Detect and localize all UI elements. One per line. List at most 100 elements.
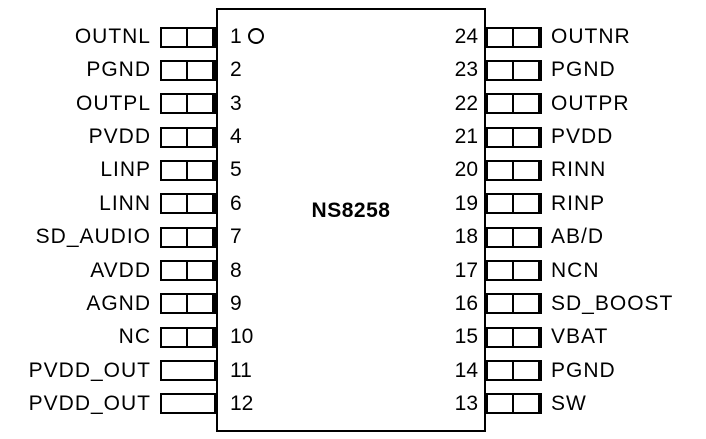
pin-number: 7	[230, 225, 242, 249]
pin-row: PVDD	[486, 126, 706, 148]
pin-row: OUTNL	[0, 26, 216, 48]
pin-number: 13	[454, 391, 478, 415]
pin-number: 12	[230, 391, 254, 415]
pin-label: PVDD	[88, 125, 151, 149]
pin-number: 21	[454, 125, 478, 149]
pin-number: 3	[230, 91, 242, 115]
pin-number: 2	[230, 58, 242, 82]
right-pin-column: OUTNR PGND OUTPR PVDD RINN RINP AB/D NCN…	[486, 26, 706, 415]
pin-row: AGND	[0, 291, 216, 315]
pin-label: PVDD_OUT	[28, 358, 151, 382]
pin-label: AGND	[86, 291, 151, 315]
pin-box	[160, 293, 216, 315]
pin-row: PVDD_OUT	[0, 391, 216, 415]
pin-label: LINP	[100, 158, 151, 182]
pin-box	[486, 360, 542, 382]
right-pin-number-column: 24 23 22 21 20 19 18 17 16 15 14 13	[398, 26, 478, 415]
pin-row: AB/D	[486, 226, 706, 248]
pin1-indicator-icon	[248, 28, 264, 44]
pin-label: SD_AUDIO	[35, 225, 151, 249]
pin-box	[160, 26, 216, 48]
pin-box	[160, 360, 216, 382]
pin-label: OUTPR	[551, 91, 630, 115]
pin-label: AB/D	[551, 225, 605, 249]
pin-number: 16	[454, 291, 478, 315]
pin-label: PVDD	[551, 125, 614, 149]
pin-label: PGND	[551, 358, 616, 382]
pin-number: 20	[454, 158, 478, 182]
pin-box	[160, 126, 216, 148]
pin-number: 15	[454, 325, 478, 349]
pin-number: 10	[230, 325, 254, 349]
pin-box	[486, 226, 542, 248]
pin-row: NCN	[486, 258, 706, 282]
pin-number: 8	[230, 258, 242, 282]
pin-label: NCN	[551, 258, 600, 282]
pin-box	[486, 193, 542, 215]
pin-box	[486, 93, 542, 115]
pin-label: RINN	[551, 158, 607, 182]
pin-label: SW	[551, 391, 587, 415]
pin-label: VBAT	[551, 325, 609, 349]
pin-row: LINN	[0, 191, 216, 215]
pin-number: 23	[454, 58, 478, 82]
pin-number: 9	[230, 291, 242, 315]
pin-row: OUTPL	[0, 91, 216, 115]
pin-label: LINN	[99, 191, 151, 215]
pin-row: PGND	[486, 358, 706, 382]
chip-body-outline	[216, 8, 486, 432]
pin-box	[486, 393, 542, 415]
pin-row: PGND	[0, 59, 216, 81]
pin-label: PGND	[551, 58, 616, 82]
pin-number: 14	[454, 358, 478, 382]
pin-row: SW	[486, 391, 706, 415]
pin-box	[486, 260, 542, 282]
pin-label: SD_BOOST	[551, 291, 674, 315]
pin-box	[160, 59, 216, 81]
pin-label: AVDD	[90, 258, 151, 282]
pin-label: PGND	[86, 58, 151, 82]
pin-label: PVDD_OUT	[28, 391, 151, 415]
pin-label: OUTNR	[551, 25, 631, 48]
pin-number: 18	[454, 225, 478, 249]
pin-row: NC	[0, 326, 216, 348]
pin-number: 22	[454, 91, 478, 115]
pin-box	[486, 326, 542, 348]
pin-number: 17	[454, 258, 478, 282]
pin-row: PVDD	[0, 126, 216, 148]
pin-box	[160, 159, 216, 181]
pin-row: AVDD	[0, 258, 216, 282]
pin-number: 24	[454, 25, 478, 48]
pin-number: 6	[230, 191, 242, 215]
pin-box	[486, 159, 542, 181]
pin-label: OUTNL	[74, 25, 151, 48]
pin-row: PGND	[486, 59, 706, 81]
pin-row: SD_BOOST	[486, 291, 706, 315]
pin-number: 19	[454, 191, 478, 215]
left-pin-number-column: 1 2 3 4 5 6 7 8 9 10 11 12	[230, 26, 274, 415]
pin-row: LINP	[0, 159, 216, 181]
pin-box	[160, 393, 216, 415]
pin-row: VBAT	[486, 326, 706, 348]
pin-box	[160, 326, 216, 348]
pin-label: NC	[118, 325, 151, 349]
pin-box	[160, 226, 216, 248]
pin-box	[160, 260, 216, 282]
chip-name-label: NS8258	[311, 199, 391, 222]
pin-row: OUTPR	[486, 91, 706, 115]
pin-box	[160, 93, 216, 115]
pin-number: 4	[230, 125, 242, 149]
pin-row: RINP	[486, 192, 706, 215]
pin-row: PVDD_OUT	[0, 358, 216, 382]
pin-box	[486, 126, 542, 148]
pin-number: 11	[230, 358, 252, 382]
pin-number: 1	[230, 25, 242, 48]
pin-label: OUTPL	[75, 91, 151, 115]
pin-box	[486, 59, 542, 81]
pin-number: 5	[230, 158, 242, 182]
pin-row: SD_AUDIO	[0, 226, 216, 248]
pin-box	[486, 293, 542, 315]
pin-row: OUTNR	[486, 26, 706, 48]
pin-row: RINN	[486, 159, 706, 181]
